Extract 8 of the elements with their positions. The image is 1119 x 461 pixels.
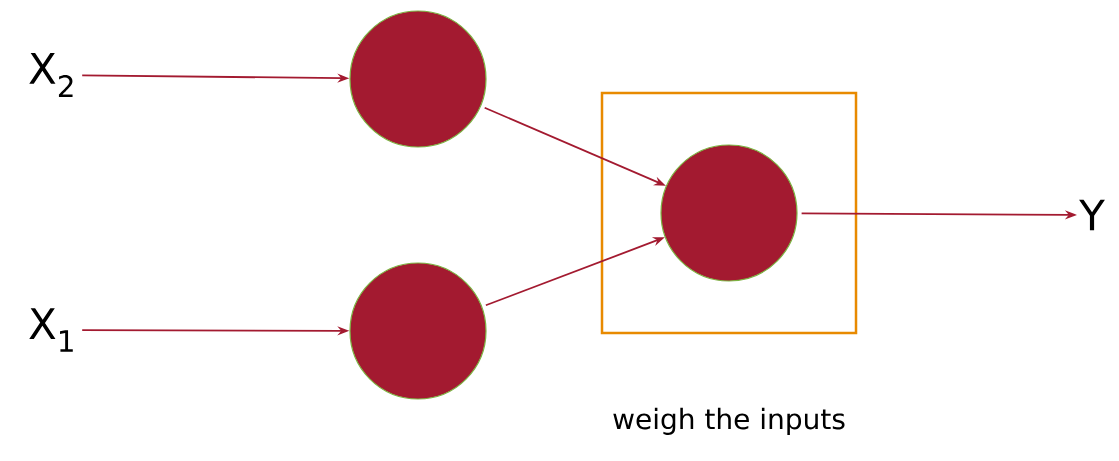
output-label: Y xyxy=(1079,199,1105,231)
node-label: weigh the inputs xyxy=(613,407,845,435)
neuron-circle xyxy=(349,10,487,148)
layer-box xyxy=(600,91,858,335)
input-label: X$_{2}$ xyxy=(29,53,73,97)
neuron-circle xyxy=(349,262,487,400)
neuron-circle xyxy=(660,144,798,282)
input-label: X$_{1}$ xyxy=(29,308,73,352)
